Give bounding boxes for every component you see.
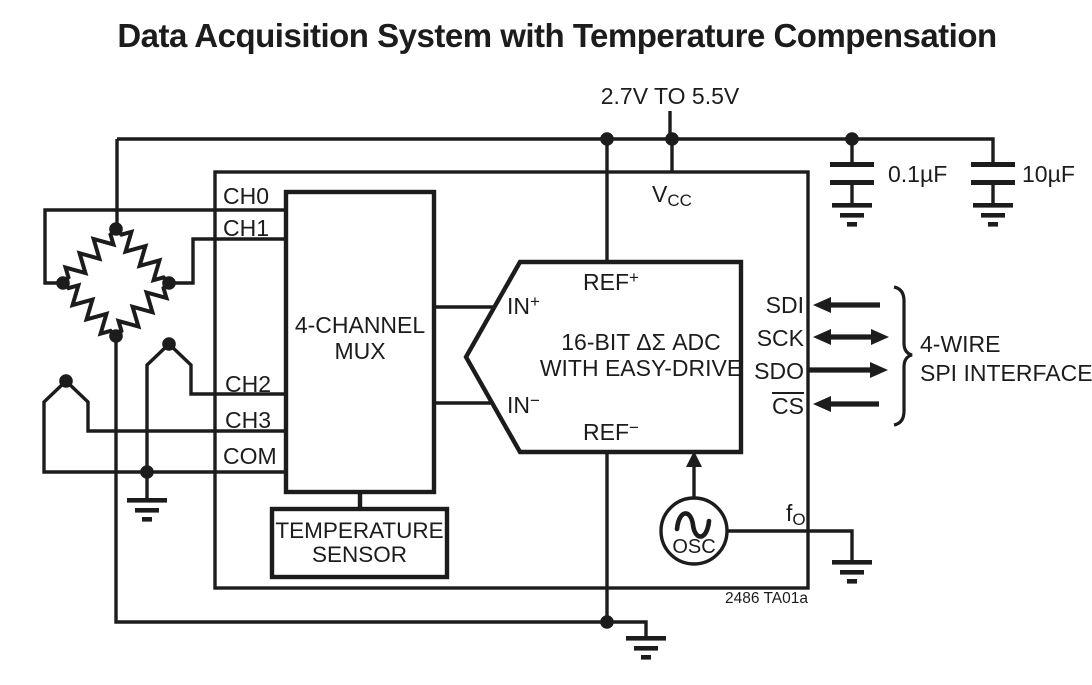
bridge-return-wire: [114, 336, 607, 624]
adc-label-line2: WITH EASY-DRIVE: [539, 355, 743, 381]
in-minus-base: IN: [507, 392, 530, 418]
pin-label-ch2: CH2: [225, 371, 272, 397]
wheatstone-bridge: [54, 220, 178, 345]
ground-symbol: [127, 498, 167, 522]
ground-symbol: [626, 636, 666, 660]
f0-base: f: [786, 500, 793, 526]
ref-minus-label: REF−: [583, 418, 639, 445]
power-rail: [115, 111, 995, 262]
supply-range-label: 2.7V TO 5.5V: [600, 83, 740, 109]
temp-sensor-box: [269, 506, 450, 580]
temp-sensor-label: TEMPERATURE SENSOR: [272, 519, 447, 567]
ground-symbol: [832, 560, 872, 584]
bypass-capacitor-1: [830, 139, 874, 227]
spi-interface-line2: SPI INTERFACE: [920, 360, 1092, 386]
bypass-capacitor-2: [971, 162, 1015, 227]
vcc-pin-label: VCC: [652, 182, 692, 210]
in-plus-label: IN+: [507, 292, 540, 319]
channel-wires: [42, 208, 286, 522]
temp-sensor-line2: SENSOR: [311, 542, 408, 567]
vcc-sub: CC: [667, 191, 692, 210]
adc-label: 16-BIT ΔΣ ADC WITH EASY-DRIVE: [505, 329, 777, 381]
ref-minus-base: REF: [583, 419, 629, 445]
osc-label: OSC: [672, 536, 716, 558]
cs-overline-text: CS: [772, 392, 804, 419]
left-arrowhead: [813, 297, 831, 313]
ref-plus-base: REF: [583, 269, 629, 295]
capacitor-plate: [971, 180, 1015, 185]
vcc-base: V: [652, 181, 668, 207]
left-arrowhead: [813, 396, 831, 412]
right-arrowhead: [870, 362, 888, 378]
brace: [893, 285, 913, 427]
mux-label-line2: MUX: [334, 338, 386, 364]
temp-sensor-line1: TEMPERATURE: [275, 518, 444, 543]
oscillator: [659, 451, 872, 584]
junction-dots: [56, 132, 859, 629]
page-title: Data Acquisition System with Temperature…: [117, 17, 997, 54]
ref-plus-sup: +: [629, 268, 639, 287]
part-number-label: 2486 TA01a: [724, 590, 808, 607]
ref-minus-sup: −: [629, 418, 639, 437]
capacitor-plate: [830, 180, 874, 185]
mux-label-line1: 4-CHANNEL: [294, 312, 426, 338]
f0-pin-label: fO: [786, 501, 806, 529]
in-minus-label: IN−: [507, 391, 540, 418]
up-arrowhead: [686, 451, 702, 467]
ch3-wire: [64, 379, 286, 433]
pin-label-sdi: SDI: [765, 292, 804, 318]
sine-wave-icon: [674, 511, 712, 539]
pin-label-ch3: CH3: [225, 407, 272, 433]
ch0-wire: [43, 208, 286, 285]
spi-arrows: [808, 297, 889, 412]
pin-label-cs: CS: [772, 392, 804, 419]
capacitor-plate: [971, 162, 1015, 167]
cap1-value-label: 0.1µF: [888, 161, 948, 187]
ref-plus-label: REF+: [583, 268, 639, 295]
com-wire: [42, 379, 286, 474]
capacitor-plate: [830, 162, 874, 167]
mux-label: 4-CHANNEL MUX: [286, 312, 434, 364]
f0-wire: [727, 529, 854, 560]
ground-symbol: [973, 203, 1013, 227]
left-arrowhead: [813, 329, 831, 345]
in-plus-base: IN: [507, 293, 530, 319]
right-arrowhead: [871, 329, 889, 345]
adc-label-line1: 16-BIT ΔΣ ADC: [561, 329, 721, 355]
reference-return-wires: [114, 336, 666, 660]
spi-interface-line1: 4-WIRE: [920, 331, 1001, 357]
spi-interface-label: 4-WIRE SPI INTERFACE: [920, 330, 1092, 388]
f0-sub: O: [792, 510, 806, 529]
pin-label-sck: SCK: [756, 325, 804, 351]
pin-label-ch1: CH1: [223, 215, 270, 241]
pin-label-ch0: CH0: [223, 183, 270, 209]
ch1-wire: [169, 237, 286, 285]
cap2-value-label: 10µF: [1022, 161, 1075, 187]
ch2-wire: [167, 342, 286, 396]
ground-symbol: [832, 203, 872, 227]
chip-outline: [213, 170, 810, 590]
in-minus-sup: −: [530, 391, 540, 410]
pin-label-sdo: SDO: [754, 358, 804, 384]
sense-junction1-wire: [145, 342, 171, 472]
adc-shape: [463, 259, 744, 455]
pin-label-com: COM: [223, 443, 277, 469]
in-plus-sup: +: [530, 292, 540, 311]
